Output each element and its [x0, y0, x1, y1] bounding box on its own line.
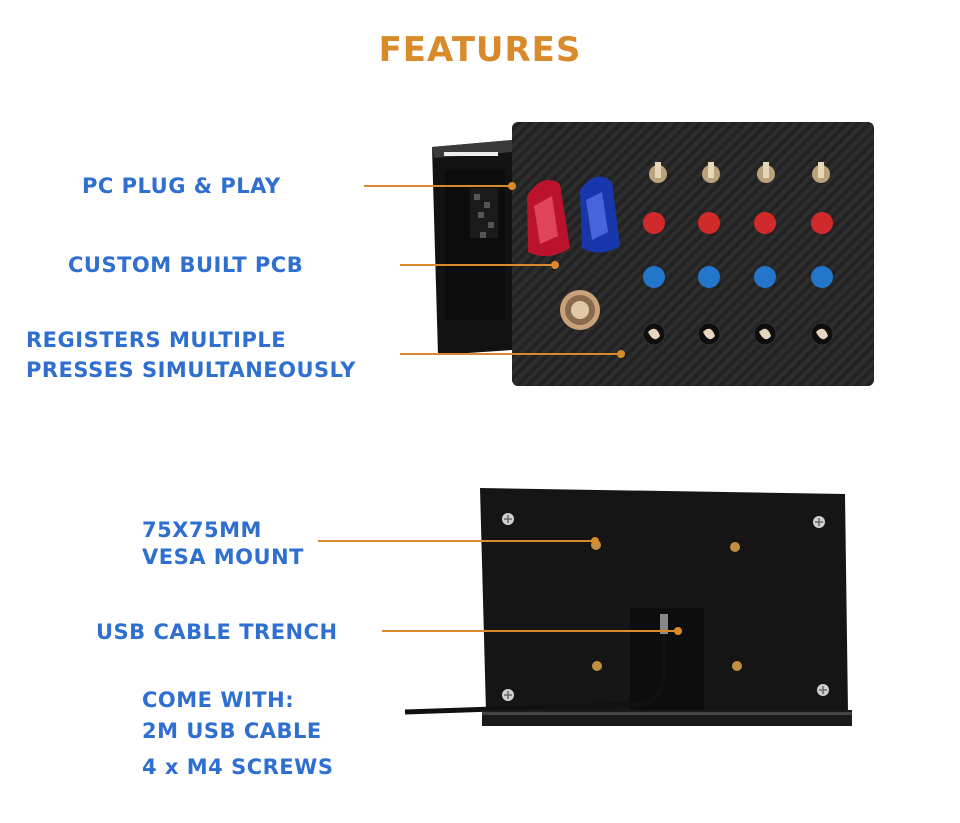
included-usb-cable: 2M USB CABLE	[142, 719, 322, 743]
page-title: FEATURES	[378, 30, 582, 70]
red-flip-cover	[527, 180, 570, 257]
enclosure-side	[432, 140, 512, 355]
feature-vesa-size: 75X75MM	[142, 518, 262, 542]
callout-line-custom-pcb	[400, 264, 555, 266]
feature-registers-multiple: REGISTERS MULTIPLE	[26, 328, 287, 352]
feature-custom-pcb: CUSTOM BUILT PCB	[68, 253, 304, 277]
callout-dot-custom-pcb	[551, 261, 559, 269]
feature-presses-simultaneously: PRESSES SIMULTANEOUSLY	[26, 358, 356, 382]
red-button-row	[643, 212, 833, 234]
callout-line-plug-and-play	[364, 185, 512, 187]
blue-button-row	[643, 266, 833, 288]
callout-dot-usb-trench	[674, 627, 682, 635]
callout-dot-plug-and-play	[508, 182, 516, 190]
callout-dot-multiple-presses	[617, 350, 625, 358]
callout-line-vesa	[318, 540, 596, 542]
included-screws: 4 x M4 SCREWS	[142, 755, 334, 779]
feature-plug-and-play: PC PLUG & PLAY	[82, 174, 281, 198]
feature-vesa-mount: VESA MOUNT	[142, 545, 304, 569]
callout-line-multiple-presses	[400, 353, 622, 355]
included-heading: COME WITH:	[142, 688, 295, 712]
carbon-panel	[512, 122, 874, 386]
callout-dot-vesa	[591, 537, 599, 545]
feature-usb-trench: USB CABLE TRENCH	[96, 620, 338, 644]
rotary-knob-row	[642, 322, 834, 346]
callout-line-usb-trench	[382, 630, 678, 632]
blue-flip-cover	[580, 176, 620, 253]
start-push-button	[560, 290, 600, 330]
toggle-switch-row	[649, 162, 830, 183]
button-box-back-image	[404, 488, 852, 726]
